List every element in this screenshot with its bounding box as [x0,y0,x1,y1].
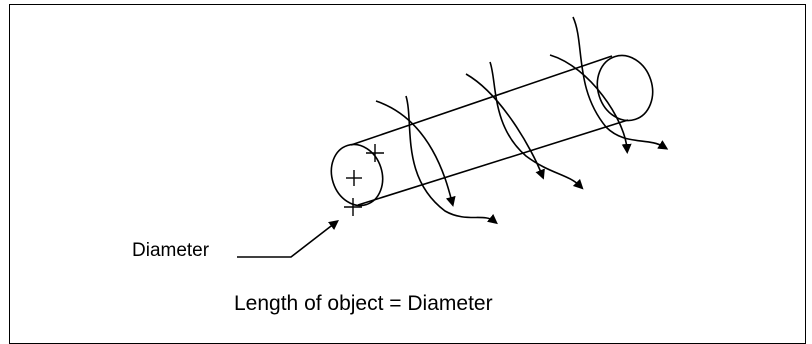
figure-caption: Length of object = Diameter [234,292,493,315]
flow-arrows [375,16,669,225]
cylinder-end-cap [330,143,384,207]
flow-arrow-6 [572,16,669,150]
flow-arrow-1 [375,100,456,207]
diameter-label: Diameter [132,240,210,261]
diameter-leader-line [237,219,339,258]
cylinder-diagram [237,16,669,258]
cylinder-body [350,54,654,206]
plus-marks [344,144,384,216]
flow-arrow-3 [465,73,545,180]
figure-frame [9,4,806,344]
flow-arrow-4 [489,61,584,190]
flow-arrow-2 [405,95,498,225]
